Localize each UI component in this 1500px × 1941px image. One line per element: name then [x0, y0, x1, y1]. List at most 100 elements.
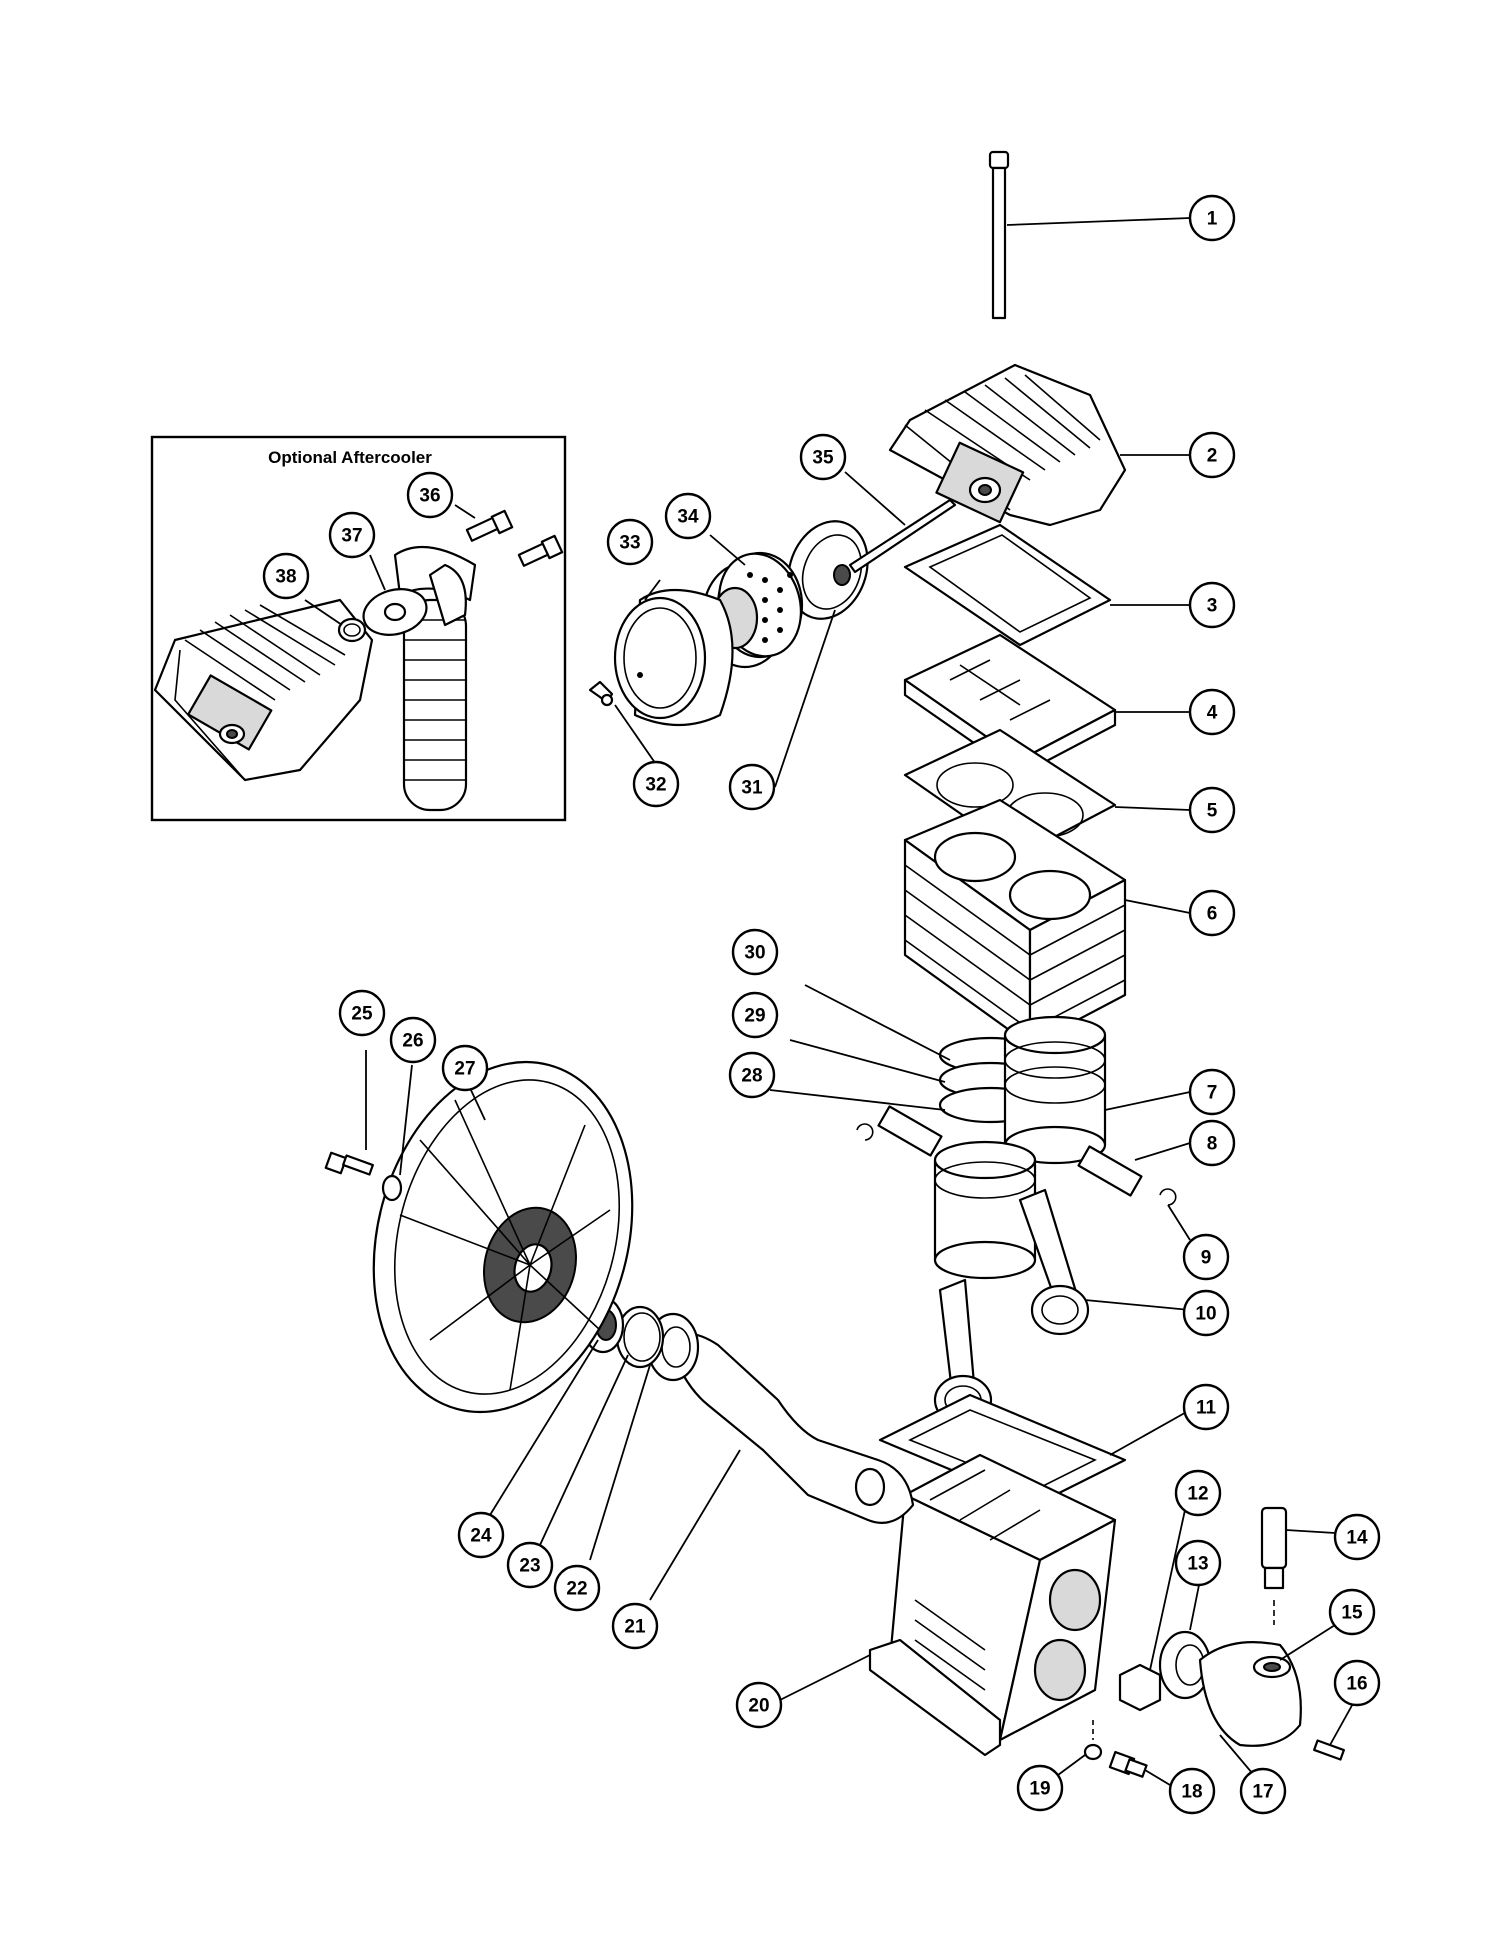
svg-text:11: 11 — [1196, 1398, 1217, 1419]
svg-text:35: 35 — [812, 448, 834, 469]
breather — [1260, 1506, 1288, 1625]
callout-9: 9 — [1182, 1233, 1230, 1281]
cylinder-block — [903, 798, 1127, 1047]
inset-flange — [362, 588, 428, 636]
callouts: 1 2 3 4 5 6 7 8 9 10 11 12 13 14 15 16 1… — [262, 194, 1381, 1815]
drain-washer — [1083, 1720, 1103, 1761]
callout-27: 27 — [441, 1044, 489, 1092]
callout-21: 21 — [611, 1602, 659, 1650]
callout-36: 36 — [406, 471, 454, 519]
svg-text:8: 8 — [1207, 1134, 1218, 1155]
svg-text:15: 15 — [1341, 1603, 1363, 1624]
svg-text:12: 12 — [1187, 1484, 1208, 1505]
svg-text:37: 37 — [341, 526, 362, 547]
svg-text:20: 20 — [748, 1696, 769, 1717]
inset-screws — [465, 509, 564, 567]
svg-text:1: 1 — [1207, 209, 1218, 230]
callout-16: 16 — [1333, 1659, 1381, 1707]
svg-text:27: 27 — [454, 1059, 475, 1080]
svg-text:32: 32 — [645, 775, 666, 796]
svg-text:2: 2 — [1207, 446, 1218, 467]
svg-text:23: 23 — [519, 1556, 540, 1577]
svg-text:17: 17 — [1252, 1782, 1273, 1803]
cylinder-head — [888, 363, 1127, 527]
callout-12: 12 — [1174, 1469, 1222, 1517]
svg-text:30: 30 — [744, 943, 765, 964]
drain-bolt — [1108, 1750, 1148, 1778]
svg-text:19: 19 — [1029, 1779, 1050, 1800]
piston-right — [1003, 1015, 1107, 1165]
piston-left — [933, 1140, 1037, 1280]
flywheel-washer — [381, 1174, 403, 1202]
callout-6: 6 — [1188, 889, 1236, 937]
svg-text:29: 29 — [744, 1006, 765, 1027]
inset-title: Optional Aftercooler — [268, 448, 432, 467]
callout-35: 35 — [799, 433, 847, 481]
filter-housing — [613, 588, 734, 727]
svg-text:6: 6 — [1207, 904, 1218, 925]
svg-text:5: 5 — [1207, 801, 1218, 822]
callout-10: 10 — [1182, 1289, 1230, 1337]
callout-7: 7 — [1188, 1068, 1236, 1116]
retaining-ring — [615, 1305, 665, 1369]
head-gasket — [903, 523, 1112, 647]
callout-37: 37 — [328, 511, 376, 559]
svg-text:34: 34 — [677, 507, 699, 528]
callout-28: 28 — [728, 1051, 776, 1099]
wrist-pin-clips — [856, 1123, 1177, 1206]
callout-4: 4 — [1188, 688, 1236, 736]
svg-text:31: 31 — [741, 778, 763, 799]
svg-text:28: 28 — [741, 1066, 762, 1087]
svg-text:33: 33 — [619, 533, 640, 554]
svg-text:26: 26 — [402, 1031, 423, 1052]
filter-stem — [848, 498, 957, 574]
head-bolt — [988, 150, 1010, 320]
cover-screw — [1313, 1739, 1345, 1761]
svg-text:25: 25 — [351, 1004, 373, 1025]
svg-text:16: 16 — [1346, 1674, 1367, 1695]
svg-text:21: 21 — [624, 1617, 646, 1638]
callout-8: 8 — [1188, 1119, 1236, 1167]
inset-cylinder-head — [153, 598, 374, 782]
svg-text:9: 9 — [1201, 1248, 1212, 1269]
flywheel — [372, 1060, 634, 1414]
callout-24: 24 — [457, 1511, 505, 1559]
callout-30: 30 — [731, 928, 779, 976]
callout-31: 31 — [728, 763, 776, 811]
bearing-cover — [1198, 1641, 1302, 1747]
wrist-pins — [877, 1105, 1143, 1197]
callout-17: 17 — [1239, 1767, 1287, 1815]
svg-text:3: 3 — [1207, 596, 1218, 617]
callout-25: 25 — [338, 989, 386, 1037]
callout-18: 18 — [1168, 1767, 1216, 1815]
flywheel-bolt — [324, 1151, 374, 1176]
wing-nut — [588, 680, 614, 707]
svg-text:24: 24 — [470, 1526, 492, 1547]
svg-text:7: 7 — [1207, 1083, 1218, 1104]
svg-text:4: 4 — [1207, 703, 1218, 724]
callout-3: 3 — [1188, 581, 1236, 629]
svg-text:38: 38 — [275, 567, 296, 588]
filter-gasket — [787, 520, 869, 620]
inset-o-ring — [337, 617, 367, 643]
callout-32: 32 — [632, 760, 680, 808]
svg-text:10: 10 — [1195, 1304, 1216, 1325]
drain-plug — [1118, 1663, 1162, 1712]
callout-15: 15 — [1328, 1588, 1376, 1636]
callout-26: 26 — [389, 1016, 437, 1064]
callout-11: 11 — [1182, 1383, 1230, 1431]
callout-19: 19 — [1016, 1764, 1064, 1812]
callout-23: 23 — [506, 1541, 554, 1589]
svg-text:14: 14 — [1346, 1528, 1368, 1549]
callout-38: 38 — [262, 552, 310, 600]
callout-5: 5 — [1188, 786, 1236, 834]
leader-lines — [304, 217, 1356, 1786]
svg-text:36: 36 — [419, 486, 440, 507]
svg-text:13: 13 — [1187, 1554, 1208, 1575]
callout-1: 1 — [1188, 194, 1236, 242]
callout-20: 20 — [735, 1681, 783, 1729]
aftercooler-inset: Optional Aftercooler — [150, 435, 567, 822]
callout-2: 2 — [1188, 431, 1236, 479]
